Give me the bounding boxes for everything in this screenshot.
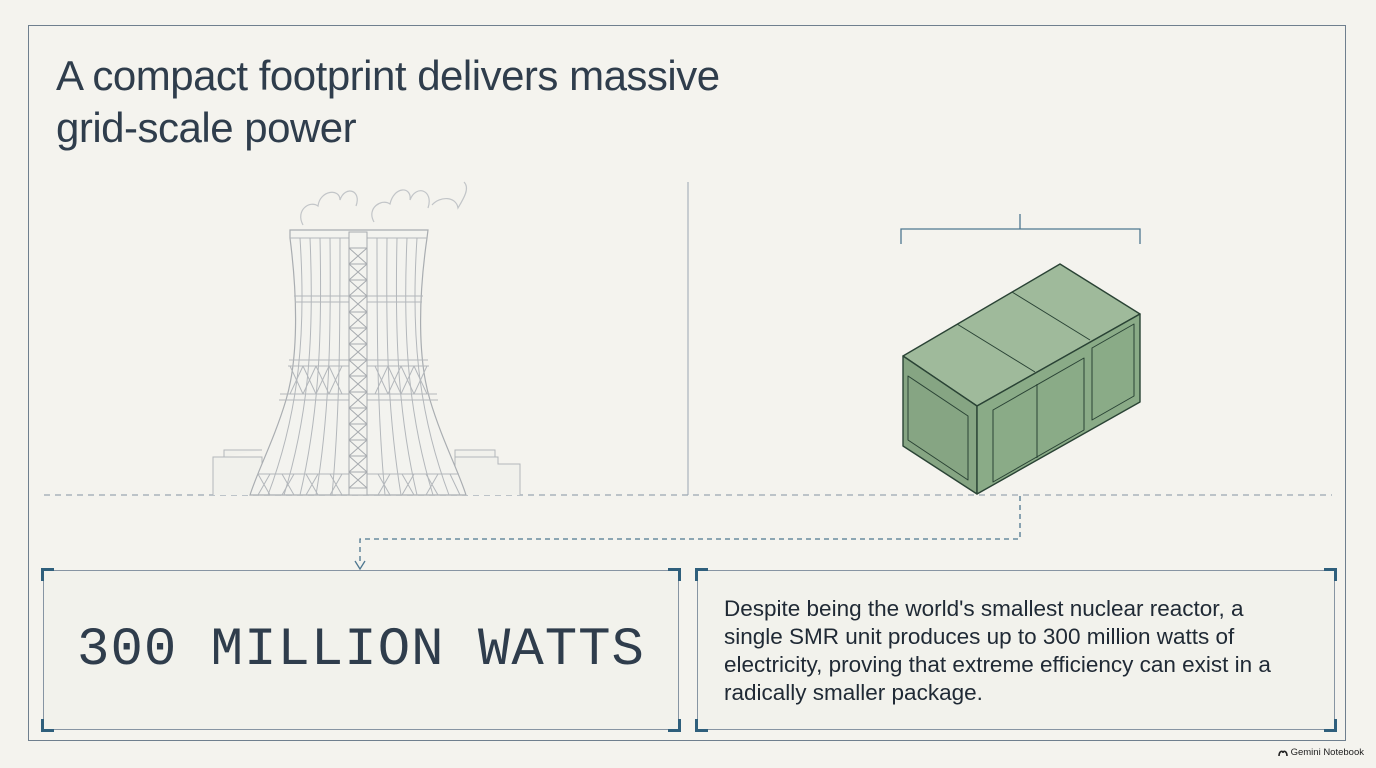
smr-front-face — [976, 313, 1141, 495]
right-building — [454, 449, 521, 495]
connector-arrow — [354, 560, 366, 571]
brand-watermark: Gemini Notebook — [1277, 747, 1364, 758]
description-text: Despite being the world's smallest nucle… — [724, 596, 1271, 705]
lattice-column — [348, 231, 368, 496]
stat-panel: 300 MILLION WATTS — [41, 568, 681, 732]
slide-frame — [28, 25, 1346, 741]
cooling-tower-illustration — [212, 181, 521, 496]
slide-title: A compact footprint delivers massive gri… — [56, 52, 720, 151]
notebook-logo-icon — [1277, 750, 1288, 756]
dimension-bracket — [900, 214, 1141, 244]
steam-icon — [300, 181, 468, 226]
brand-label: Gemini Notebook — [1290, 747, 1364, 758]
connector-path — [359, 496, 1021, 563]
stat-value: 300 MILLION WATTS — [77, 619, 645, 681]
smr-module-illustration — [902, 263, 1141, 495]
description-panel: Despite being the world's smallest nucle… — [695, 568, 1337, 732]
